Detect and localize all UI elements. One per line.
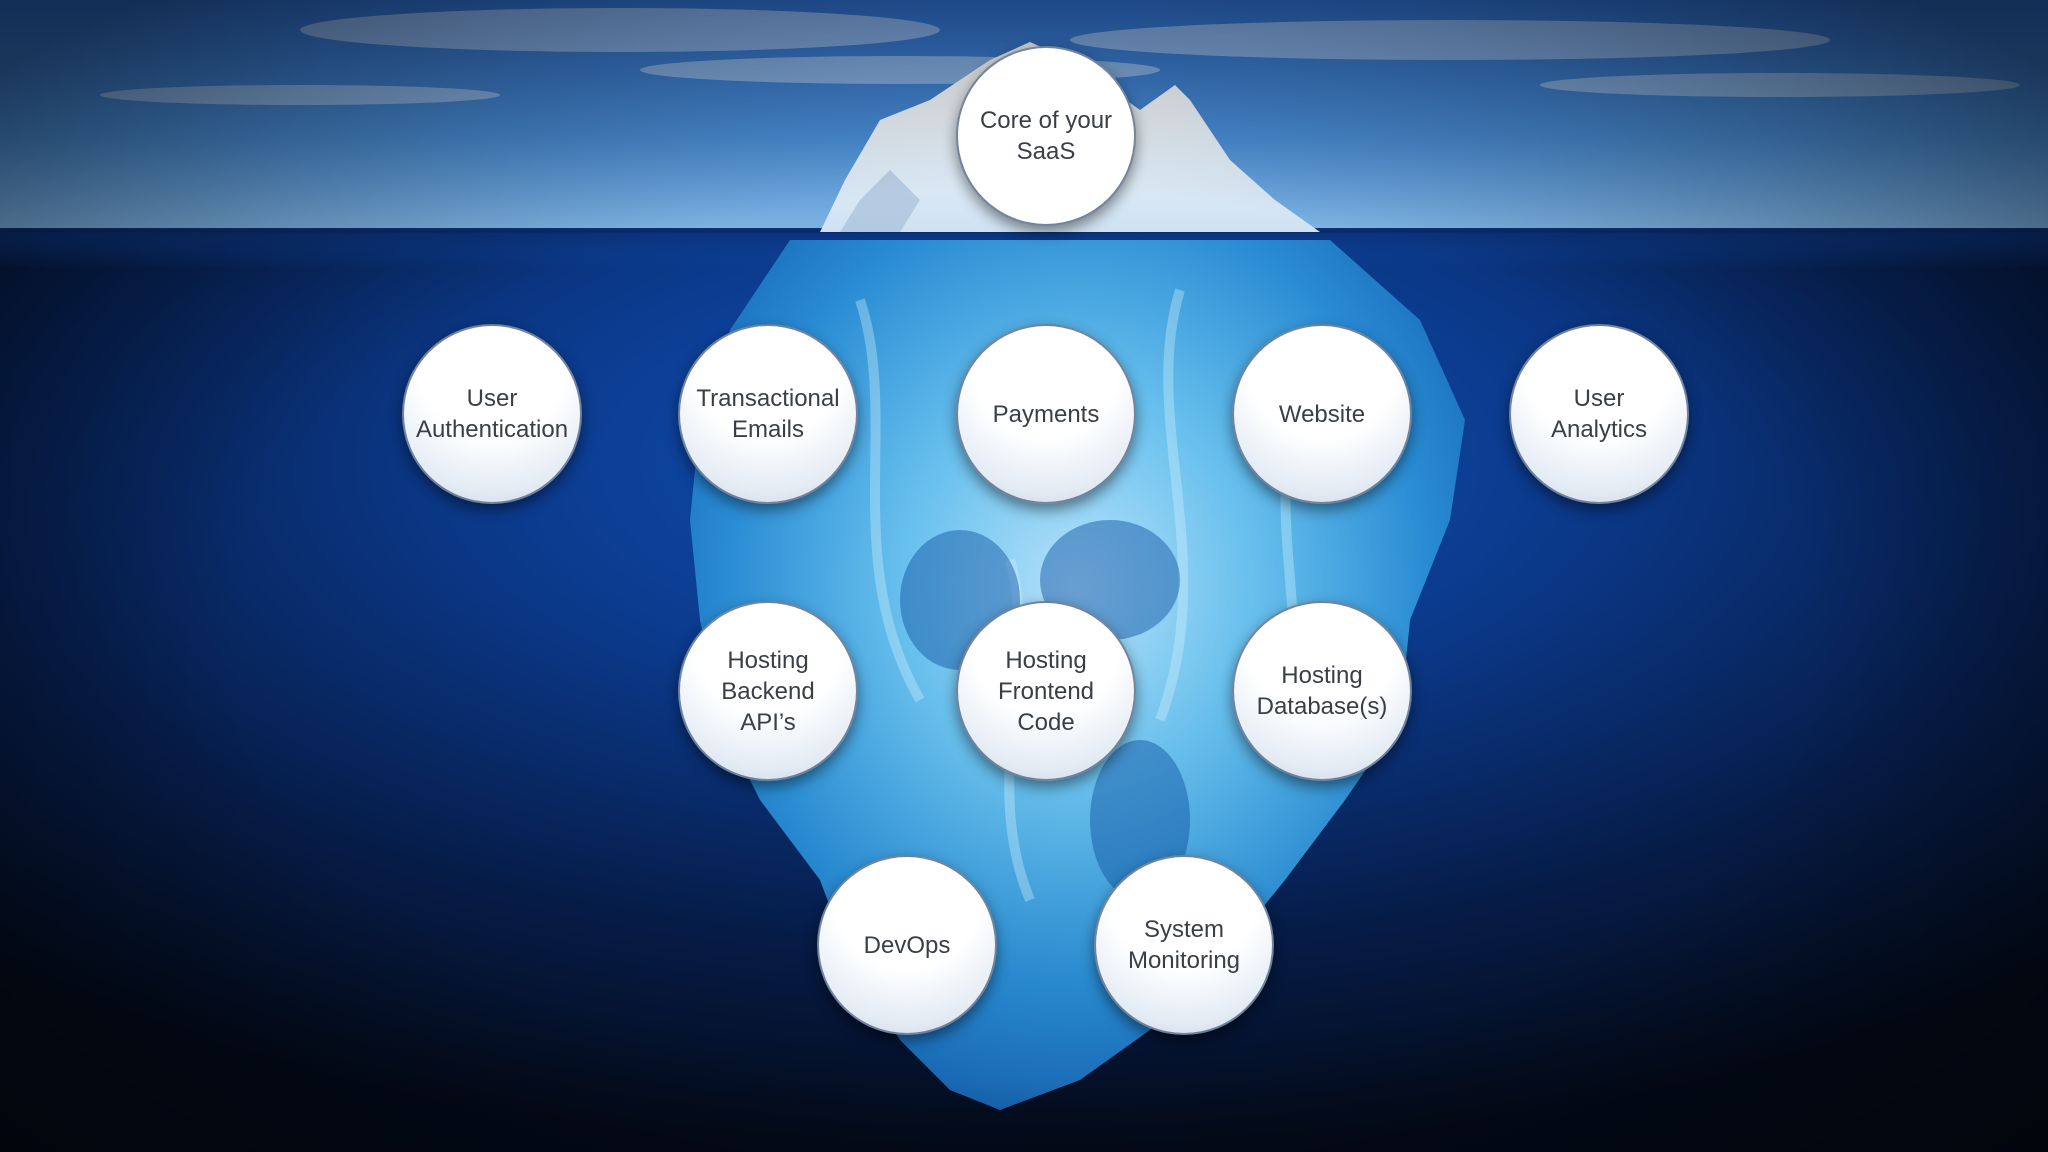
- node-label: Hosting Database(s): [1251, 660, 1394, 722]
- node-label: Website: [1273, 399, 1371, 430]
- node-label: DevOps: [858, 930, 957, 961]
- node-hosting-frontend: Hosting Frontend Code: [956, 601, 1136, 781]
- node-core-of-saas: Core of your SaaS: [956, 46, 1136, 226]
- node-label: System Monitoring: [1122, 914, 1246, 976]
- node-user-analytics: User Analytics: [1509, 324, 1689, 504]
- node-website: Website: [1232, 324, 1412, 504]
- node-label: Payments: [987, 399, 1106, 430]
- node-hosting-backend: Hosting Backend API’s: [678, 601, 858, 781]
- node-transactional-emails: Transactional Emails: [678, 324, 858, 504]
- node-label: User Authentication: [410, 383, 574, 445]
- node-label: Core of your SaaS: [974, 105, 1118, 167]
- node-label: Hosting Backend API’s: [715, 645, 820, 738]
- node-payments: Payments: [956, 324, 1136, 504]
- node-hosting-databases: Hosting Database(s): [1232, 601, 1412, 781]
- node-system-monitoring: System Monitoring: [1094, 855, 1274, 1035]
- node-user-authentication: User Authentication: [402, 324, 582, 504]
- node-label: User Analytics: [1545, 383, 1653, 445]
- node-label: Hosting Frontend Code: [992, 645, 1100, 738]
- node-label: Transactional Emails: [690, 383, 845, 445]
- node-devops: DevOps: [817, 855, 997, 1035]
